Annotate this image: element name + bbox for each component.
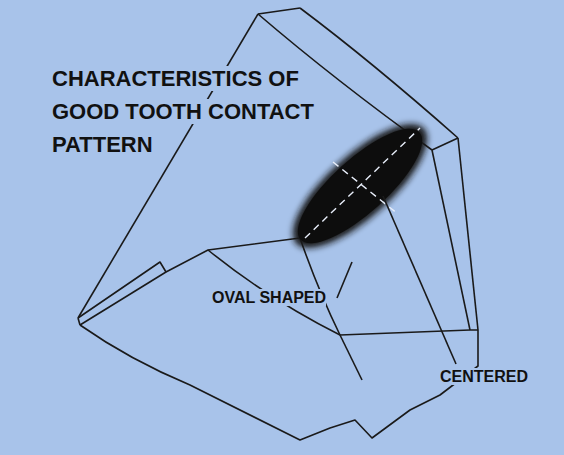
- diagram-title-text: CHARACTERISTICS OF GOOD TOOTH CONTACT PA…: [52, 66, 314, 157]
- callout-label: OVAL SHAPED: [212, 289, 326, 307]
- leader-lines: [300, 196, 456, 364]
- diagram-title: CHARACTERISTICS OF GOOD TOOTH CONTACT PA…: [52, 62, 314, 161]
- callout-label-text: OVAL SHAPED: [212, 289, 326, 306]
- callout-label-text: CENTERED: [440, 368, 528, 385]
- contact-pattern: [275, 105, 444, 266]
- callout-label: CENTERED: [440, 368, 528, 386]
